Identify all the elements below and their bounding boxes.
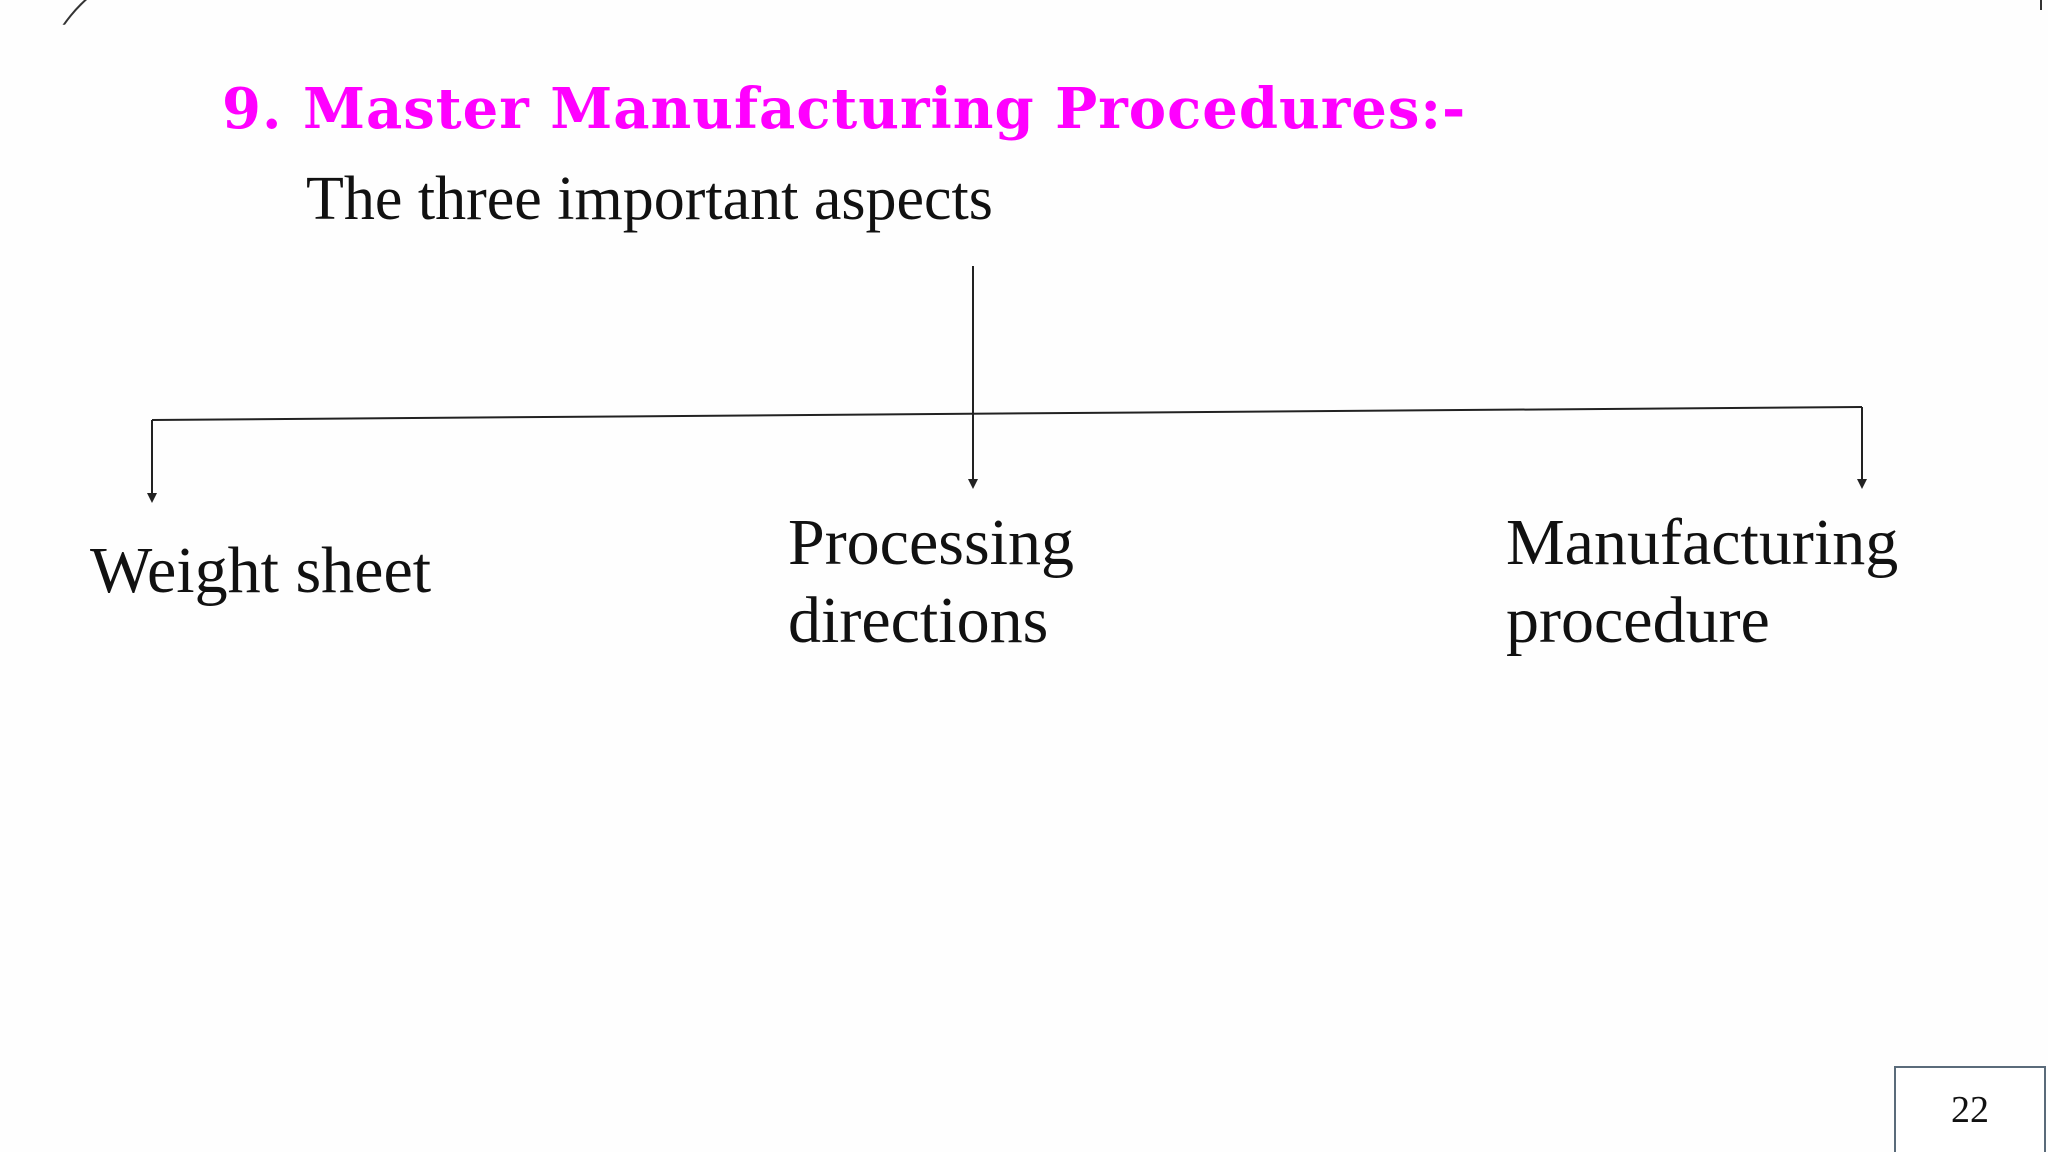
node-label-line1: Manufacturing [1506,506,1899,579]
node-label-line2: procedure [1506,584,1770,657]
slide-corner-decoration-right [2000,0,2042,10]
horizontal-connector [151,406,1863,421]
slide-subtitle: The three important aspects [306,165,993,233]
page-number: 22 [1951,1089,1989,1131]
node-label-line1: Processing [788,506,1074,579]
node-label-line1: Weight sheet [90,534,432,607]
node-manufacturing-procedure: Manufacturing procedure [1506,504,1898,660]
node-weight-sheet: Weight sheet [90,532,431,610]
page-number-box: 22 [1894,1066,2046,1152]
node-processing-directions: Processing directions [788,504,1074,660]
slide-title: 9. Master Manufacturing Procedures:- [222,76,1467,142]
node-label-line2: directions [788,584,1049,657]
